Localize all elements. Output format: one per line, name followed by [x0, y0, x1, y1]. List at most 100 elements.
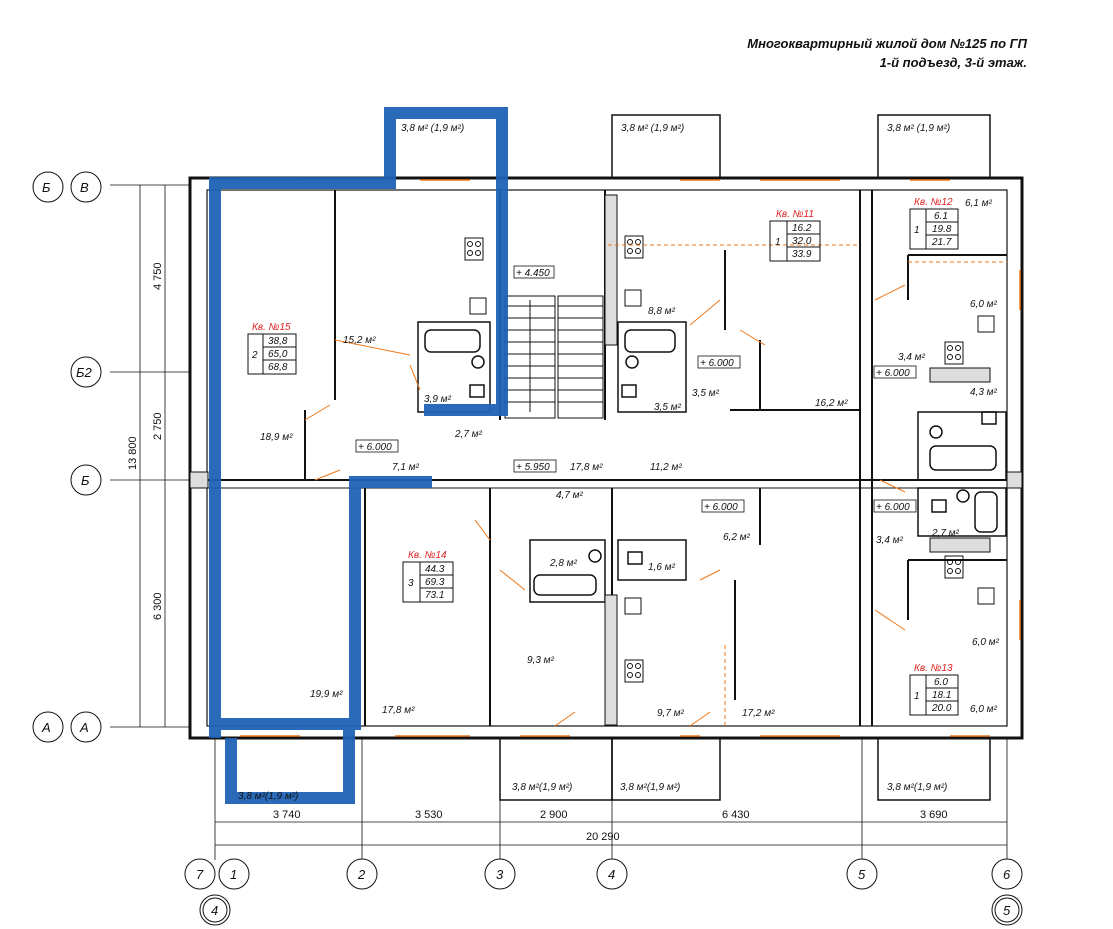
windows: [240, 179, 1021, 737]
bottom-dimensions: 3 740 3 530 2 900 6 430 3 690 20 290: [273, 809, 948, 843]
level-marks: + 4.450 + 6.000 + 6.000 + 5.950 + 6.000 …: [355, 265, 917, 513]
svg-text:5: 5: [1003, 903, 1011, 918]
svg-text:32.0: 32.0: [792, 236, 812, 247]
svg-text:1: 1: [914, 691, 920, 702]
drawing-subtitle: 1-й подъезд, 3-й этаж.: [879, 55, 1027, 70]
svg-text:+ 6.000: + 6.000: [358, 442, 392, 453]
room-area: 4,3 м²: [970, 387, 998, 398]
svg-text:4: 4: [211, 903, 218, 918]
svg-text:38,8: 38,8: [268, 336, 288, 347]
svg-text:3 530: 3 530: [415, 809, 443, 821]
svg-text:3,8 м² (1,9 м²): 3,8 м² (1,9 м²): [621, 123, 684, 134]
drawing-title: Многоквартирный жилой дом №125 по ГП: [747, 36, 1027, 51]
room-area: 17,8 м²: [570, 462, 603, 473]
room-area: 4,7 м²: [556, 490, 584, 501]
room-area: 16,2 м²: [815, 398, 848, 409]
room-area: 9,7 м²: [657, 708, 685, 719]
bottom-axis-labels: 7 1 2 3 4 5 6 4 5: [196, 867, 1011, 918]
svg-text:2 750: 2 750: [152, 412, 164, 440]
svg-text:Кв. №11: Кв. №11: [776, 209, 814, 220]
svg-text:2 900: 2 900: [540, 809, 568, 821]
svg-text:3 690: 3 690: [920, 809, 948, 821]
svg-text:3,8 м²(1,9 м²): 3,8 м²(1,9 м²): [512, 782, 572, 793]
left-dimensions: 4 750 2 750 6 300 13 800: [127, 262, 164, 620]
svg-text:+ 5.950: + 5.950: [516, 462, 550, 473]
left-axis-markers: [32, 171, 102, 743]
balcony-area-labels: 3,8 м² (1,9 м²) 3,8 м² (1,9 м²) 3,8 м² (…: [238, 123, 950, 802]
svg-text:3: 3: [496, 867, 504, 882]
svg-text:20 290: 20 290: [586, 831, 620, 843]
svg-text:4: 4: [608, 867, 615, 882]
svg-text:3: 3: [408, 578, 414, 589]
svg-text:69.3: 69.3: [425, 577, 445, 588]
room-area: 3,4 м²: [876, 535, 904, 546]
svg-text:В: В: [80, 180, 89, 195]
svg-text:3 740: 3 740: [273, 809, 301, 821]
room-area: 6,0 м²: [970, 299, 998, 310]
room-area: 2,7 м²: [931, 528, 960, 539]
svg-text:33.9: 33.9: [792, 249, 812, 260]
left-axis-labels: Б В Б2 Б А А: [41, 180, 92, 735]
svg-text:Кв. №13: Кв. №13: [914, 663, 953, 674]
apt-table-13: Кв. №13 1 6.0 18.1 20.0: [909, 663, 959, 716]
svg-text:3,8 м²(1,9 м²): 3,8 м²(1,9 м²): [238, 791, 298, 802]
room-area: 1,6 м²: [648, 562, 676, 573]
svg-text:Б: Б: [81, 473, 90, 488]
bottom-axis-markers: [184, 858, 1023, 926]
room-area: 15,2 м²: [343, 335, 376, 346]
svg-text:1: 1: [230, 867, 237, 882]
room-area: 3,5 м²: [654, 402, 682, 413]
svg-text:2: 2: [251, 350, 258, 361]
outer-walls: [188, 176, 1024, 740]
room-area: 3,9 м²: [424, 394, 452, 405]
apt-name: Кв. №15: [252, 322, 291, 333]
svg-text:А: А: [79, 720, 89, 735]
svg-text:+ 6.000: + 6.000: [876, 368, 910, 379]
room-area: 11,2 м²: [650, 462, 682, 473]
staircase: [504, 295, 604, 419]
room-area: 2,7 м²: [454, 429, 483, 440]
svg-text:13 800: 13 800: [127, 436, 139, 470]
svg-text:+ 6.000: + 6.000: [876, 502, 910, 513]
svg-text:3,8 м²(1,9 м²): 3,8 м²(1,9 м²): [620, 782, 680, 793]
room-area: 8,8 м²: [648, 306, 676, 317]
svg-text:Б2: Б2: [76, 365, 92, 380]
room-area: 3,4 м²: [898, 352, 926, 363]
svg-text:21.7: 21.7: [931, 237, 952, 248]
svg-text:2: 2: [357, 867, 366, 882]
svg-text:6.1: 6.1: [934, 211, 948, 222]
svg-text:А: А: [41, 720, 51, 735]
svg-text:65,0: 65,0: [268, 349, 288, 360]
room-area: 2,8 м²: [549, 558, 578, 569]
svg-text:3,8 м²(1,9 м²): 3,8 м²(1,9 м²): [887, 782, 947, 793]
svg-text:6: 6: [1003, 867, 1011, 882]
svg-text:73.1: 73.1: [425, 590, 444, 601]
bathrooms: [417, 321, 1007, 603]
room-area: 6,2 м²: [723, 532, 751, 543]
grid-lines: [110, 184, 1008, 860]
svg-text:+ 6.000: + 6.000: [704, 502, 738, 513]
svg-text:6.0: 6.0: [934, 677, 948, 688]
svg-text:Б: Б: [42, 180, 51, 195]
svg-text:20.0: 20.0: [931, 703, 952, 714]
svg-text:16.2: 16.2: [792, 223, 812, 234]
svg-text:5: 5: [858, 867, 866, 882]
svg-text:1: 1: [775, 237, 781, 248]
room-area: 18,9 м²: [260, 432, 293, 443]
svg-text:18.1: 18.1: [932, 690, 951, 701]
svg-text:+ 4.450: + 4.450: [516, 268, 550, 279]
highlight-apartment-15: [209, 107, 508, 804]
room-area: 17,2 м²: [742, 708, 775, 719]
svg-text:Кв. №14: Кв. №14: [408, 550, 447, 561]
room-area: 6,0 м²: [970, 704, 998, 715]
room-area: 19,9 м²: [310, 689, 343, 700]
room-area: 7,1 м²: [392, 462, 420, 473]
svg-text:+ 6.000: + 6.000: [700, 358, 734, 369]
apt-table-12: Кв. №12 1 6.1 19.8 21.7: [909, 197, 959, 250]
svg-text:Кв. №12: Кв. №12: [914, 197, 953, 208]
svg-text:1: 1: [914, 225, 920, 236]
kitchen-fixtures: [464, 235, 995, 683]
svg-text:44.3: 44.3: [425, 564, 445, 575]
room-area: 9,3 м²: [527, 655, 555, 666]
